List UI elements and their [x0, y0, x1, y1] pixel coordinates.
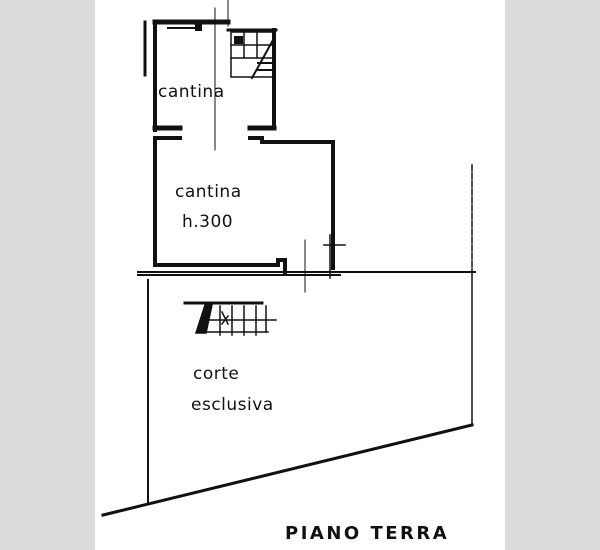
upper-staircase [230, 31, 275, 80]
slope-line [101, 423, 474, 517]
plan-title: PIANO TERRA [285, 523, 450, 544]
room-label-corte: corte [193, 364, 240, 384]
room-height-label: h.300 [182, 212, 234, 232]
room-label-cantina-upper: cantina [158, 82, 225, 102]
court-staircase [183, 301, 277, 336]
room-label-cantina-lower: cantina [175, 182, 242, 202]
lower-cantina-walls [153, 136, 346, 293]
room-label-esclusiva: esclusiva [191, 395, 274, 415]
upper-cantina-walls [143, 19, 278, 132]
